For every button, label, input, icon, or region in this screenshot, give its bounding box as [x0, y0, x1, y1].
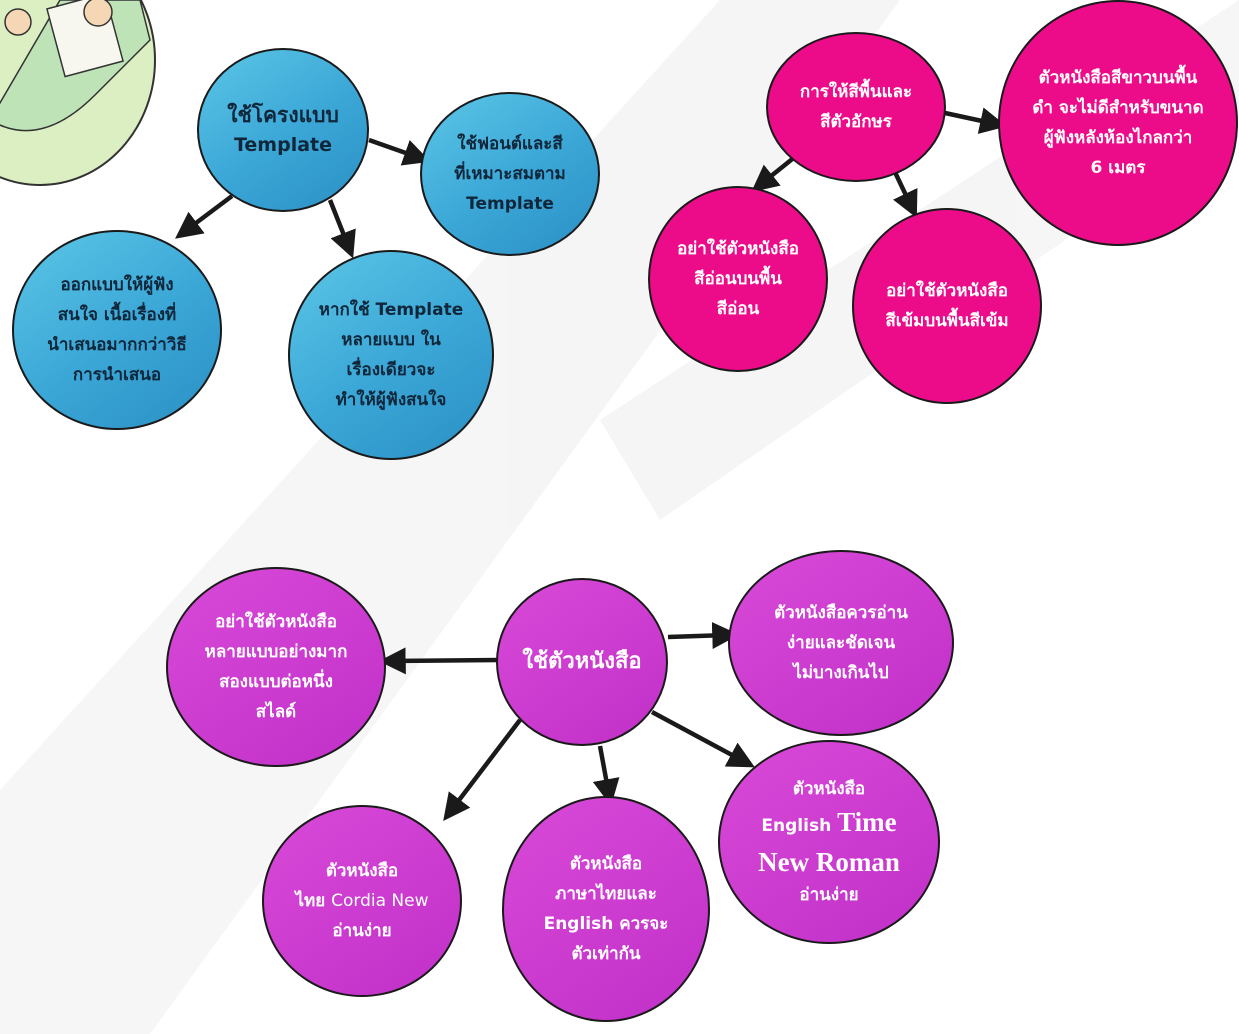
- thai-font-line2a: ไทย: [295, 891, 326, 911]
- arrow-icon: [368, 137, 431, 166]
- readable-line1: ตัวหนังสือควรอ่าน: [774, 603, 908, 623]
- font-color-line1: ใช้ฟอนต์และสี: [457, 134, 563, 154]
- thai-font-line1: ตัวหนังสือ: [325, 861, 399, 881]
- same-size-line3: English ควรจะ: [543, 914, 669, 934]
- too-many-line2: หลายแบบอย่างมาก: [204, 642, 348, 662]
- arrow-icon: [667, 622, 740, 650]
- dark-on-dark-node: อย่าใช้ตัวหนังสือ สีเข้มบนพื้นสีเข้ม: [852, 208, 1042, 404]
- many-templates-line2: หลายแบบ ใน: [341, 330, 441, 350]
- too-many-fonts-node: อย่าใช้ตัวหนังสือ หลายแบบอย่างมาก สองแบบ…: [166, 567, 386, 767]
- font-main-node: ใช้ตัวหนังสือ: [496, 578, 668, 746]
- light-on-light-line1: อย่าใช้ตัวหนังสือ: [677, 239, 799, 259]
- white-on-black-node: ตัวหนังสือสีขาวบนพื้น ดำ จะไม่ดีสำหรับขน…: [998, 0, 1238, 246]
- thai-font-line2b: Cordia New: [331, 891, 429, 911]
- arrow-icon: [751, 154, 798, 193]
- design-interest-node: ออกแบบให้ผู้ฟัง สนใจ เนื้อเรื่องที่ นำเส…: [12, 230, 222, 430]
- light-on-light-node: อย่าใช้ตัวหนังสือ สีอ่อนบนพื้น สีอ่อน: [648, 186, 828, 372]
- color-main-line1: การให้สีพื้นและ: [799, 82, 913, 102]
- arrow-icon: [327, 199, 356, 259]
- light-on-light-line3: สีอ่อน: [716, 299, 760, 319]
- dark-on-dark-line1: อย่าใช้ตัวหนังสือ: [886, 281, 1008, 301]
- english-font-node: ตัวหนังสือ English Time New Roman อ่านง่…: [718, 740, 940, 944]
- design-interest-line4: การนำเสนอ: [72, 365, 162, 385]
- font-color-line2: ที่เหมาะสมตาม: [454, 164, 566, 184]
- english-font-line4: อ่านง่าย: [799, 885, 859, 905]
- color-main-node: การให้สีพื้นและ สีตัวอักษร: [766, 32, 946, 182]
- too-many-line4: สไลด์: [255, 702, 297, 722]
- english-font-line3: New Roman: [758, 847, 900, 877]
- arrow-icon: [175, 194, 234, 239]
- white-on-black-line4: 6 เมตร: [1090, 158, 1146, 178]
- many-templates-node: หากใช้ Template หลายแบบ ใน เรื่องเดียวจะ…: [288, 250, 494, 460]
- many-templates-line1: หากใช้ Template: [318, 300, 464, 320]
- template-main-line1: ใช้โครงแบบ: [227, 103, 339, 127]
- arrow-icon: [650, 710, 755, 768]
- font-main-line1: ใช้ตัวหนังสือ: [522, 649, 642, 674]
- template-main-node: ใช้โครงแบบ Template: [197, 48, 369, 212]
- arrow-icon: [443, 718, 522, 821]
- design-interest-line2: สนใจ เนื้อเรื่องที่: [57, 305, 177, 325]
- many-templates-line4: ทำให้ผู้ฟังสนใจ: [335, 390, 447, 410]
- english-font-line2b: Time: [837, 807, 897, 837]
- same-size-line1: ตัวหนังสือ: [569, 854, 643, 874]
- english-font-line2a: English: [761, 816, 832, 836]
- white-on-black-line1: ตัวหนังสือสีขาวบนพื้น: [1038, 68, 1198, 88]
- arrow-icon: [944, 107, 1007, 134]
- english-font-line1: ตัวหนังสือ: [792, 779, 866, 799]
- readable-line3: ไม่บางเกินไป: [793, 663, 889, 683]
- dark-on-dark-line2: สีเข้มบนพื้นสีเข้ม: [885, 311, 1009, 331]
- mascot-illustration: [0, 0, 156, 186]
- design-interest-line1: ออกแบบให้ผู้ฟัง: [60, 275, 174, 295]
- too-many-line3: สองแบบต่อหนึ่ง: [219, 672, 333, 692]
- color-main-line2: สีตัวอักษร: [820, 112, 892, 132]
- font-color-line3: Template: [466, 194, 554, 214]
- arrow-icon: [592, 745, 620, 807]
- same-size-node: ตัวหนังสือ ภาษาไทยและ English ควรจะ ตัวเ…: [502, 796, 710, 1022]
- white-on-black-line3: ผู้ฟังหลังห้องไกลกว่า: [1043, 128, 1193, 148]
- white-on-black-line2: ดำ จะไม่ดีสำหรับขนาด: [1032, 98, 1204, 118]
- too-many-line1: อย่าใช้ตัวหนังสือ: [215, 612, 337, 632]
- design-interest-line3: นำเสนอมากกว่าวิธี: [47, 335, 187, 355]
- english-font-line2: English Time: [761, 804, 896, 844]
- font-color-node: ใช้ฟอนต์และสี ที่เหมาะสมตาม Template: [420, 92, 600, 256]
- readable-node: ตัวหนังสือควรอ่าน ง่ายและชัดเจน ไม่บางเก…: [728, 550, 954, 736]
- thai-font-node: ตัวหนังสือ ไทย Cordia New อ่านง่าย: [262, 805, 462, 997]
- arrow-icon: [890, 167, 918, 219]
- arrow-icon: [378, 647, 500, 675]
- thai-font-line3: อ่านง่าย: [332, 921, 392, 941]
- many-templates-line3: เรื่องเดียวจะ: [346, 360, 436, 380]
- light-on-light-line2: สีอ่อนบนพื้น: [694, 269, 782, 289]
- thai-font-line2: ไทย Cordia New: [295, 886, 428, 916]
- same-size-line2: ภาษาไทยและ: [555, 884, 657, 904]
- template-main-line2: Template: [233, 134, 333, 156]
- readable-line2: ง่ายและชัดเจน: [786, 633, 896, 653]
- same-size-line4: ตัวเท่ากัน: [571, 944, 641, 964]
